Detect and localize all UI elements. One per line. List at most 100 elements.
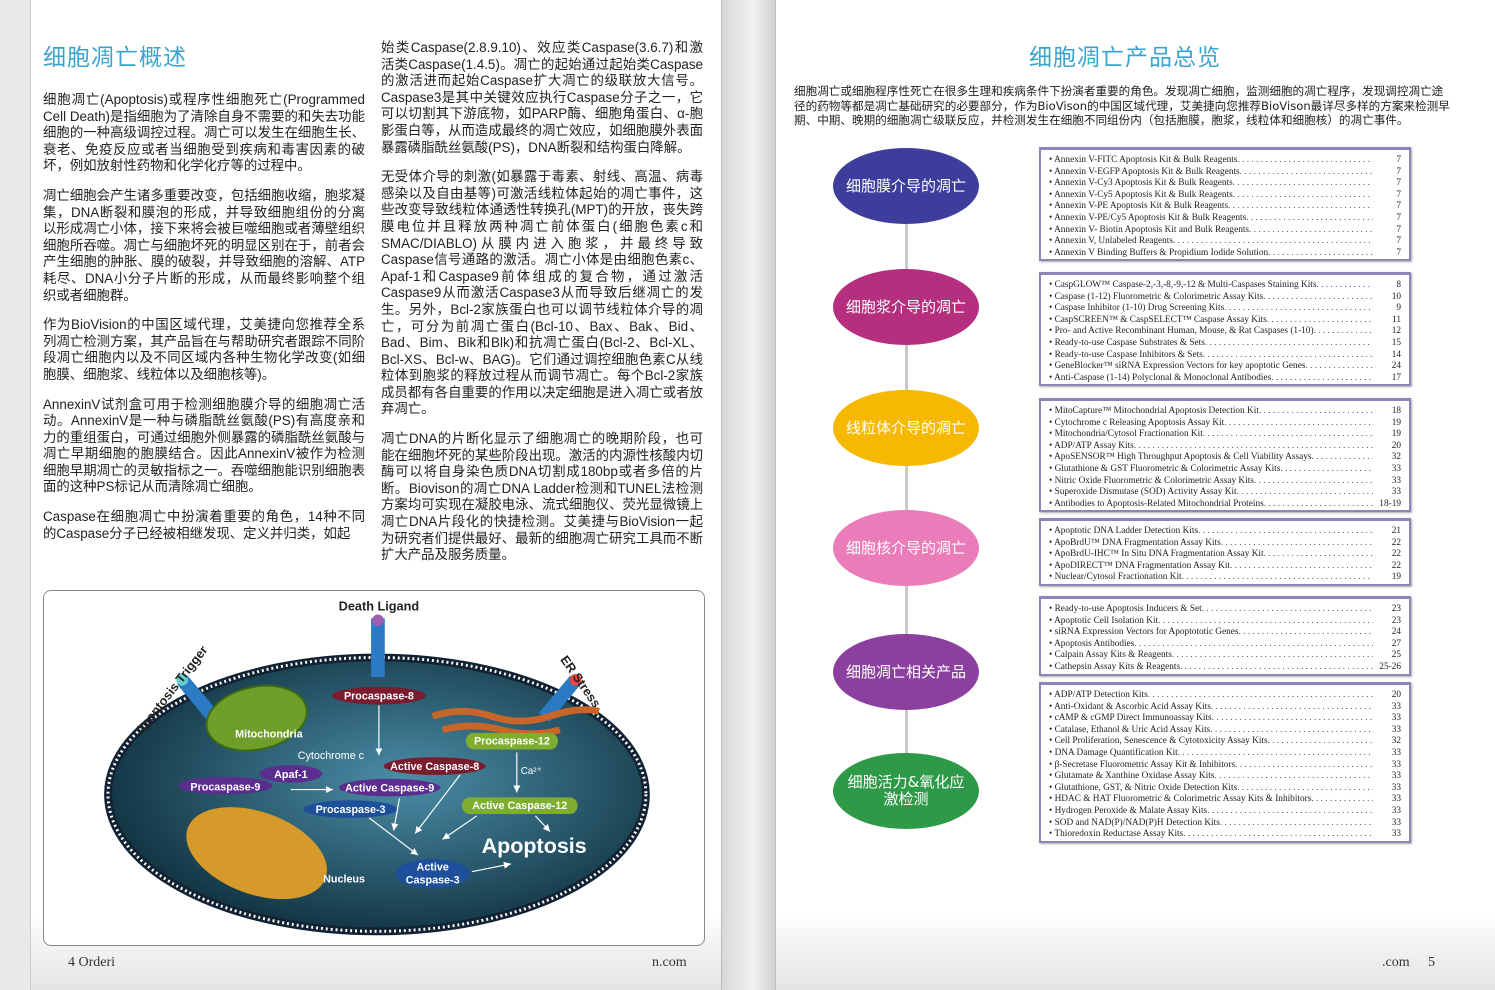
product-list-item[interactable]: • Calpain Assay Kits & Reagents25	[1049, 650, 1401, 662]
dot-leader	[1246, 213, 1373, 225]
page-ref: 33	[1391, 463, 1401, 474]
product-list-item[interactable]: • Annexin V-PE Apoptosis Kit & Bulk Reag…	[1049, 201, 1401, 213]
product-name: • Apoptotic DNA Ladder Detection Kits	[1049, 526, 1199, 536]
dot-leader	[1254, 476, 1373, 488]
dot-leader	[1180, 662, 1373, 674]
page-ref: 33	[1391, 747, 1401, 758]
category-bubble[interactable]: 细胞浆介导的凋亡	[833, 269, 979, 345]
product-list-item[interactable]: • Nitric Oxide Fluorometric & Colorimetr…	[1049, 476, 1401, 488]
page-title: 细胞凋亡概述	[43, 45, 187, 71]
product-name: • CaspSCREEN™ & CaspSELECT™ Caspase Assa…	[1049, 314, 1267, 325]
product-name: • Annexin V-EGFP Apoptosis Kit & Bulk Re…	[1049, 166, 1240, 177]
dot-leader	[1203, 350, 1373, 362]
product-list-item[interactable]: • Cytochrome c Releasing Apoptosis Assay…	[1049, 418, 1401, 430]
product-list-item[interactable]: • Superoxide Dismutase (SOD) Activity As…	[1049, 487, 1401, 499]
product-list-item[interactable]: • Annexin V-PE/Cy5 Apoptosis Kit & Bulk …	[1049, 213, 1401, 225]
product-list-box: • ADP/ATP Detection Kits20• Anti-Oxidant…	[1039, 682, 1411, 843]
category-bubble[interactable]: 细胞膜介导的凋亡	[833, 148, 979, 224]
product-list-item[interactable]: • Hydrogen Peroxide & Malate Assay Kits3…	[1049, 806, 1401, 818]
dot-leader	[1268, 248, 1373, 260]
product-list-item[interactable]: • Caspase Inhibitor (1-10) Drug Screenin…	[1049, 303, 1401, 315]
page-ref: 7	[1396, 201, 1401, 212]
category-bubble[interactable]: 细胞核介导的凋亡	[833, 510, 979, 586]
product-list-item[interactable]: • Antibodies to Apoptosis-Related Mitoch…	[1049, 499, 1401, 511]
product-list-item[interactable]: • Mitochondria/Cytosol Fractionation Kit…	[1049, 429, 1401, 441]
product-name: • Glutathione, GST, & Nitric Oxide Detec…	[1049, 782, 1238, 793]
product-list-item[interactable]: • Annexin V-Cy5 Apoptosis Kit & Bulk Rea…	[1049, 190, 1401, 202]
product-list-item[interactable]: • ApoSENSOR™ High Throughput Apoptosis &…	[1049, 452, 1401, 464]
product-list-item[interactable]: • Annexin V- Biotin Apoptosis Kit and Bu…	[1049, 225, 1401, 237]
product-list-item[interactable]: • Annexin V-FITC Apoptosis Kit & Bulk Re…	[1049, 155, 1401, 167]
dot-leader	[1203, 429, 1373, 441]
product-list-item[interactable]: • GeneBlocker™ siRNA Expression Vectors …	[1049, 361, 1401, 373]
dot-leader	[1311, 794, 1373, 806]
product-list-item[interactable]: • Thioredoxin Reductase Assay Kits33	[1049, 829, 1401, 841]
label-active-caspase-3-line2: Caspase-3	[406, 874, 460, 886]
paragraph: 凋亡细胞会产生诸多重要改变，包括细胞收缩，胞浆凝集，DNA断裂和膜泡的形成，并导…	[43, 187, 365, 303]
product-list-item[interactable]: • Ready-to-use Apoptosis Inducers & Set2…	[1049, 604, 1401, 616]
product-list-item[interactable]: • Glutathione & GST Fluorometric & Color…	[1049, 464, 1401, 476]
page-ref: 25	[1391, 650, 1401, 661]
paragraph: 作为BioVision的中国区域代理，艾美捷向您推荐全系列凋亡检测方案，其产品旨…	[43, 317, 365, 382]
product-list-item[interactable]: • Anti-Caspase (1-14) Polyclonal & Monoc…	[1049, 373, 1401, 385]
category-bubble[interactable]: 细胞活力&氧化应激检测	[833, 753, 979, 829]
product-list-item[interactable]: • Glutathione, GST, & Nitric Oxide Detec…	[1049, 783, 1401, 795]
page-ref: 27	[1391, 638, 1401, 649]
dot-leader	[1233, 190, 1373, 202]
product-list-item[interactable]: • β-Secretase Fluorometric Assay Kit & I…	[1049, 760, 1401, 772]
page-ref: 33	[1391, 724, 1401, 735]
product-name: • SOD and NAD(P)/NAD(P)H Detection Kits	[1049, 817, 1220, 828]
product-list-item[interactable]: • ADP/ATP Detection Kits20	[1049, 690, 1401, 702]
product-list-item[interactable]: • Glutamate & Xanthine Oxidase Assay Kit…	[1049, 771, 1401, 783]
text-column-1: 细胞凋亡(Apoptosis)或程序性细胞死亡(Programmed Cell …	[43, 92, 365, 555]
product-list-item[interactable]: • Anti-Oxidant & Ascorbic Acid Assay Kit…	[1049, 702, 1401, 714]
product-list-item[interactable]: • HDAC & HAT Fluorometric & Colorimetric…	[1049, 794, 1401, 806]
product-list-item[interactable]: • Ready-to-use Caspase Substrates & Sets…	[1049, 338, 1401, 350]
dot-leader	[1134, 441, 1373, 453]
product-list-item[interactable]: • Pro- and Active Recombinant Human, Mou…	[1049, 326, 1401, 338]
product-list-item[interactable]: • Apoptosis Antibodies 27	[1049, 639, 1401, 651]
product-list-item[interactable]: • Apoptotic DNA Ladder Detection Kits21	[1049, 526, 1401, 538]
label-active-caspase-8: Active Caspase-8	[390, 761, 479, 773]
product-list-item[interactable]: • MitoCapture™ Mitochondrial Apoptosis D…	[1049, 406, 1401, 418]
mitochondria-icon	[205, 684, 308, 752]
category-bubble[interactable]: 细胞凋亡相关产品	[833, 634, 979, 710]
product-list-item[interactable]: • Catalase, Ethanol & Uric Acid Assay Ki…	[1049, 725, 1401, 737]
product-list-item[interactable]: • Nuclear/Cytosol Fractionation Kit19	[1049, 572, 1401, 584]
product-list-item[interactable]: • Annexin V-EGFP Apoptosis Kit & Bulk Re…	[1049, 167, 1401, 179]
product-list-item[interactable]: • cAMP & cGMP Direct Immunoassay Kits33	[1049, 713, 1401, 725]
footer-left: 4 Orderi	[68, 955, 116, 970]
product-list-item[interactable]: • DNA Damage Quantification Kit33	[1049, 748, 1401, 760]
product-list-item[interactable]: • Cell Proliferation, Senescence & Cytot…	[1049, 736, 1401, 748]
product-list-item[interactable]: • Annexin V, Unlabeled Reagents7	[1049, 236, 1401, 248]
product-name: • Catalase, Ethanol & Uric Acid Assay Ki…	[1049, 724, 1211, 735]
product-list-item[interactable]: • ApoDIRECT™ DNA Fragmentation Assay Kit…	[1049, 561, 1401, 573]
product-list-item[interactable]: • CaspSCREEN™ & CaspSELECT™ Caspase Assa…	[1049, 315, 1401, 327]
product-list-item[interactable]: • ADP/ATP Assay Kits20	[1049, 441, 1401, 453]
product-list-item[interactable]: • Caspase (1-12) Fluorometric & Colorime…	[1049, 292, 1401, 304]
product-name: • Apoptosis Antibodies	[1049, 638, 1135, 649]
dot-leader	[1202, 604, 1373, 616]
product-list-item[interactable]: • Apoptotic Cell Isolation Kit23	[1049, 616, 1401, 628]
product-name: • Annexin V-FITC Apoptosis Kit & Bulk Re…	[1049, 155, 1238, 165]
page-ref: 22	[1391, 560, 1401, 571]
product-list-item[interactable]: • Cathepsin Assay Kits & Reagents25-26	[1049, 662, 1401, 674]
dot-leader	[1205, 338, 1373, 350]
product-list-item[interactable]: • ApoBrdU-IHC™ In Situ DNA Fragmentation…	[1049, 549, 1401, 561]
page-ref: 18-19	[1379, 498, 1401, 509]
category-bubble[interactable]: 线粒体介导的凋亡	[833, 390, 979, 466]
pathway-arrows	[290, 705, 551, 873]
dot-leader	[1239, 627, 1373, 639]
product-list-item[interactable]: • siRNA Expression Vectors for Apoptotot…	[1049, 627, 1401, 639]
product-list-box: • MitoCapture™ Mitochondrial Apoptosis D…	[1039, 398, 1411, 513]
product-list-item[interactable]: • SOD and NAD(P)/NAD(P)H Detection Kits3…	[1049, 818, 1401, 830]
dot-leader	[1172, 650, 1373, 662]
product-list-item[interactable]: • Annexin V Binding Buffers & Propidium …	[1049, 248, 1401, 260]
product-list-box: • Annexin V-FITC Apoptosis Kit & Bulk Re…	[1039, 147, 1411, 262]
page-ref: 12	[1391, 326, 1401, 337]
product-list-item[interactable]: • ApoBrdU™ DNA Fragmentation Assay Kits2…	[1049, 538, 1401, 550]
page-ref: 22	[1391, 537, 1401, 548]
product-list-item[interactable]: • CaspGLOW™ Caspase-2,-3,-8,-9,-12 & Mul…	[1049, 280, 1401, 292]
product-list-item[interactable]: • Annexin V-Cy3 Apoptosis Kit & Bulk Rea…	[1049, 178, 1401, 190]
product-list-item[interactable]: • Ready-to-use Caspase Inhibitors & Sets…	[1049, 350, 1401, 362]
